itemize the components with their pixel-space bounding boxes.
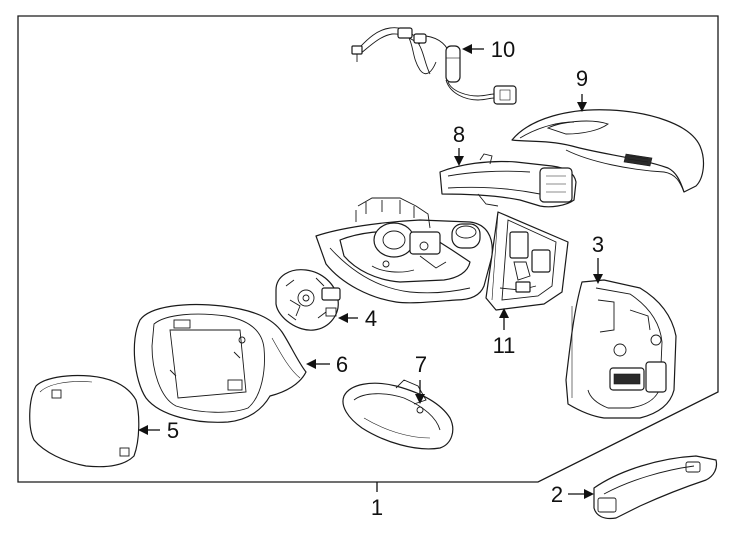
mirror-housing-rim [133,303,307,423]
mirror-housing-frame [315,197,493,304]
puddle-lamp [342,379,454,450]
mirror-motor [275,269,341,331]
mirror-cover-cap [511,109,705,193]
callout-7: 7 [415,352,427,377]
wiring-harness [351,27,517,105]
mirror-bracket [485,211,569,311]
callout-11: 11 [493,333,516,358]
callout-10: 10 [491,37,515,62]
mirror-glass [29,374,140,468]
callout-labels: 1 2 3 4 5 6 7 8 9 10 11 [167,37,604,520]
mirror-seal [593,455,718,520]
callout-9: 9 [576,66,588,91]
callout-2: 2 [551,482,563,507]
callout-3: 3 [592,232,604,257]
assembly-boundary [17,15,719,483]
callout-6: 6 [336,352,348,377]
callout-4: 4 [365,306,377,331]
turn-signal-lamp [439,153,577,208]
callout-1: 1 [371,495,383,520]
callout-5: 5 [167,418,179,443]
mirror-mounting-base [565,279,677,419]
leader-lines [138,44,603,499]
callout-8: 8 [453,122,465,147]
